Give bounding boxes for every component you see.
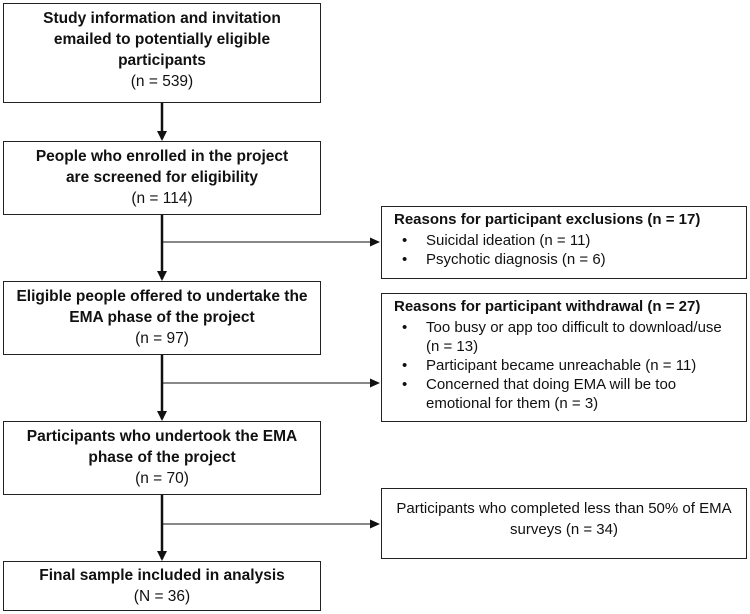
list-item: Concerned that doing EMA will be too emo… — [382, 375, 746, 413]
exclusions-list: Suicidal ideation (n = 11) Psychotic dia… — [382, 231, 746, 269]
step-screening-box: People who enrolled in the project are s… — [3, 141, 321, 215]
step-count: (n = 539) — [130, 73, 194, 90]
step-count: (n = 97) — [135, 330, 189, 347]
step-count: (N = 36) — [133, 588, 191, 605]
step-invitation-box: Study information and invitation emailed… — [3, 3, 321, 103]
step-final-box: Final sample included in analysis (N = 3… — [3, 561, 321, 611]
step-title: People who enrolled in the project are s… — [35, 148, 289, 186]
list-item: Too busy or app too difficult to downloa… — [382, 318, 746, 356]
list-item: Psychotic diagnosis (n = 6) — [382, 250, 746, 269]
step-eligible-box: Eligible people offered to undertake the… — [3, 281, 321, 355]
exclusions-box: Reasons for participant exclusions (n = … — [381, 206, 747, 279]
low-completion-text: Participants who completed less than 50%… — [396, 500, 732, 538]
step-title: Study information and invitation emailed… — [43, 10, 281, 69]
exclusions-heading: Reasons for participant exclusions (n = … — [394, 211, 701, 228]
list-item: Participant became unreachable (n = 11) — [382, 356, 746, 375]
step-title: Eligible people offered to undertake the… — [16, 288, 308, 326]
withdrawals-heading: Reasons for participant withdrawal (n = … — [394, 298, 701, 315]
withdrawals-box: Reasons for participant withdrawal (n = … — [381, 293, 747, 422]
step-title: Participants who undertook the EMA phase… — [26, 428, 298, 466]
step-count: (n = 114) — [131, 190, 193, 207]
low-completion-box: Participants who completed less than 50%… — [381, 488, 747, 559]
list-item: Suicidal ideation (n = 11) — [382, 231, 746, 250]
step-title: Final sample included in analysis — [39, 567, 285, 584]
step-count: (n = 70) — [135, 470, 189, 487]
step-ema-box: Participants who undertook the EMA phase… — [3, 421, 321, 495]
withdrawals-list: Too busy or app too difficult to downloa… — [382, 318, 746, 413]
